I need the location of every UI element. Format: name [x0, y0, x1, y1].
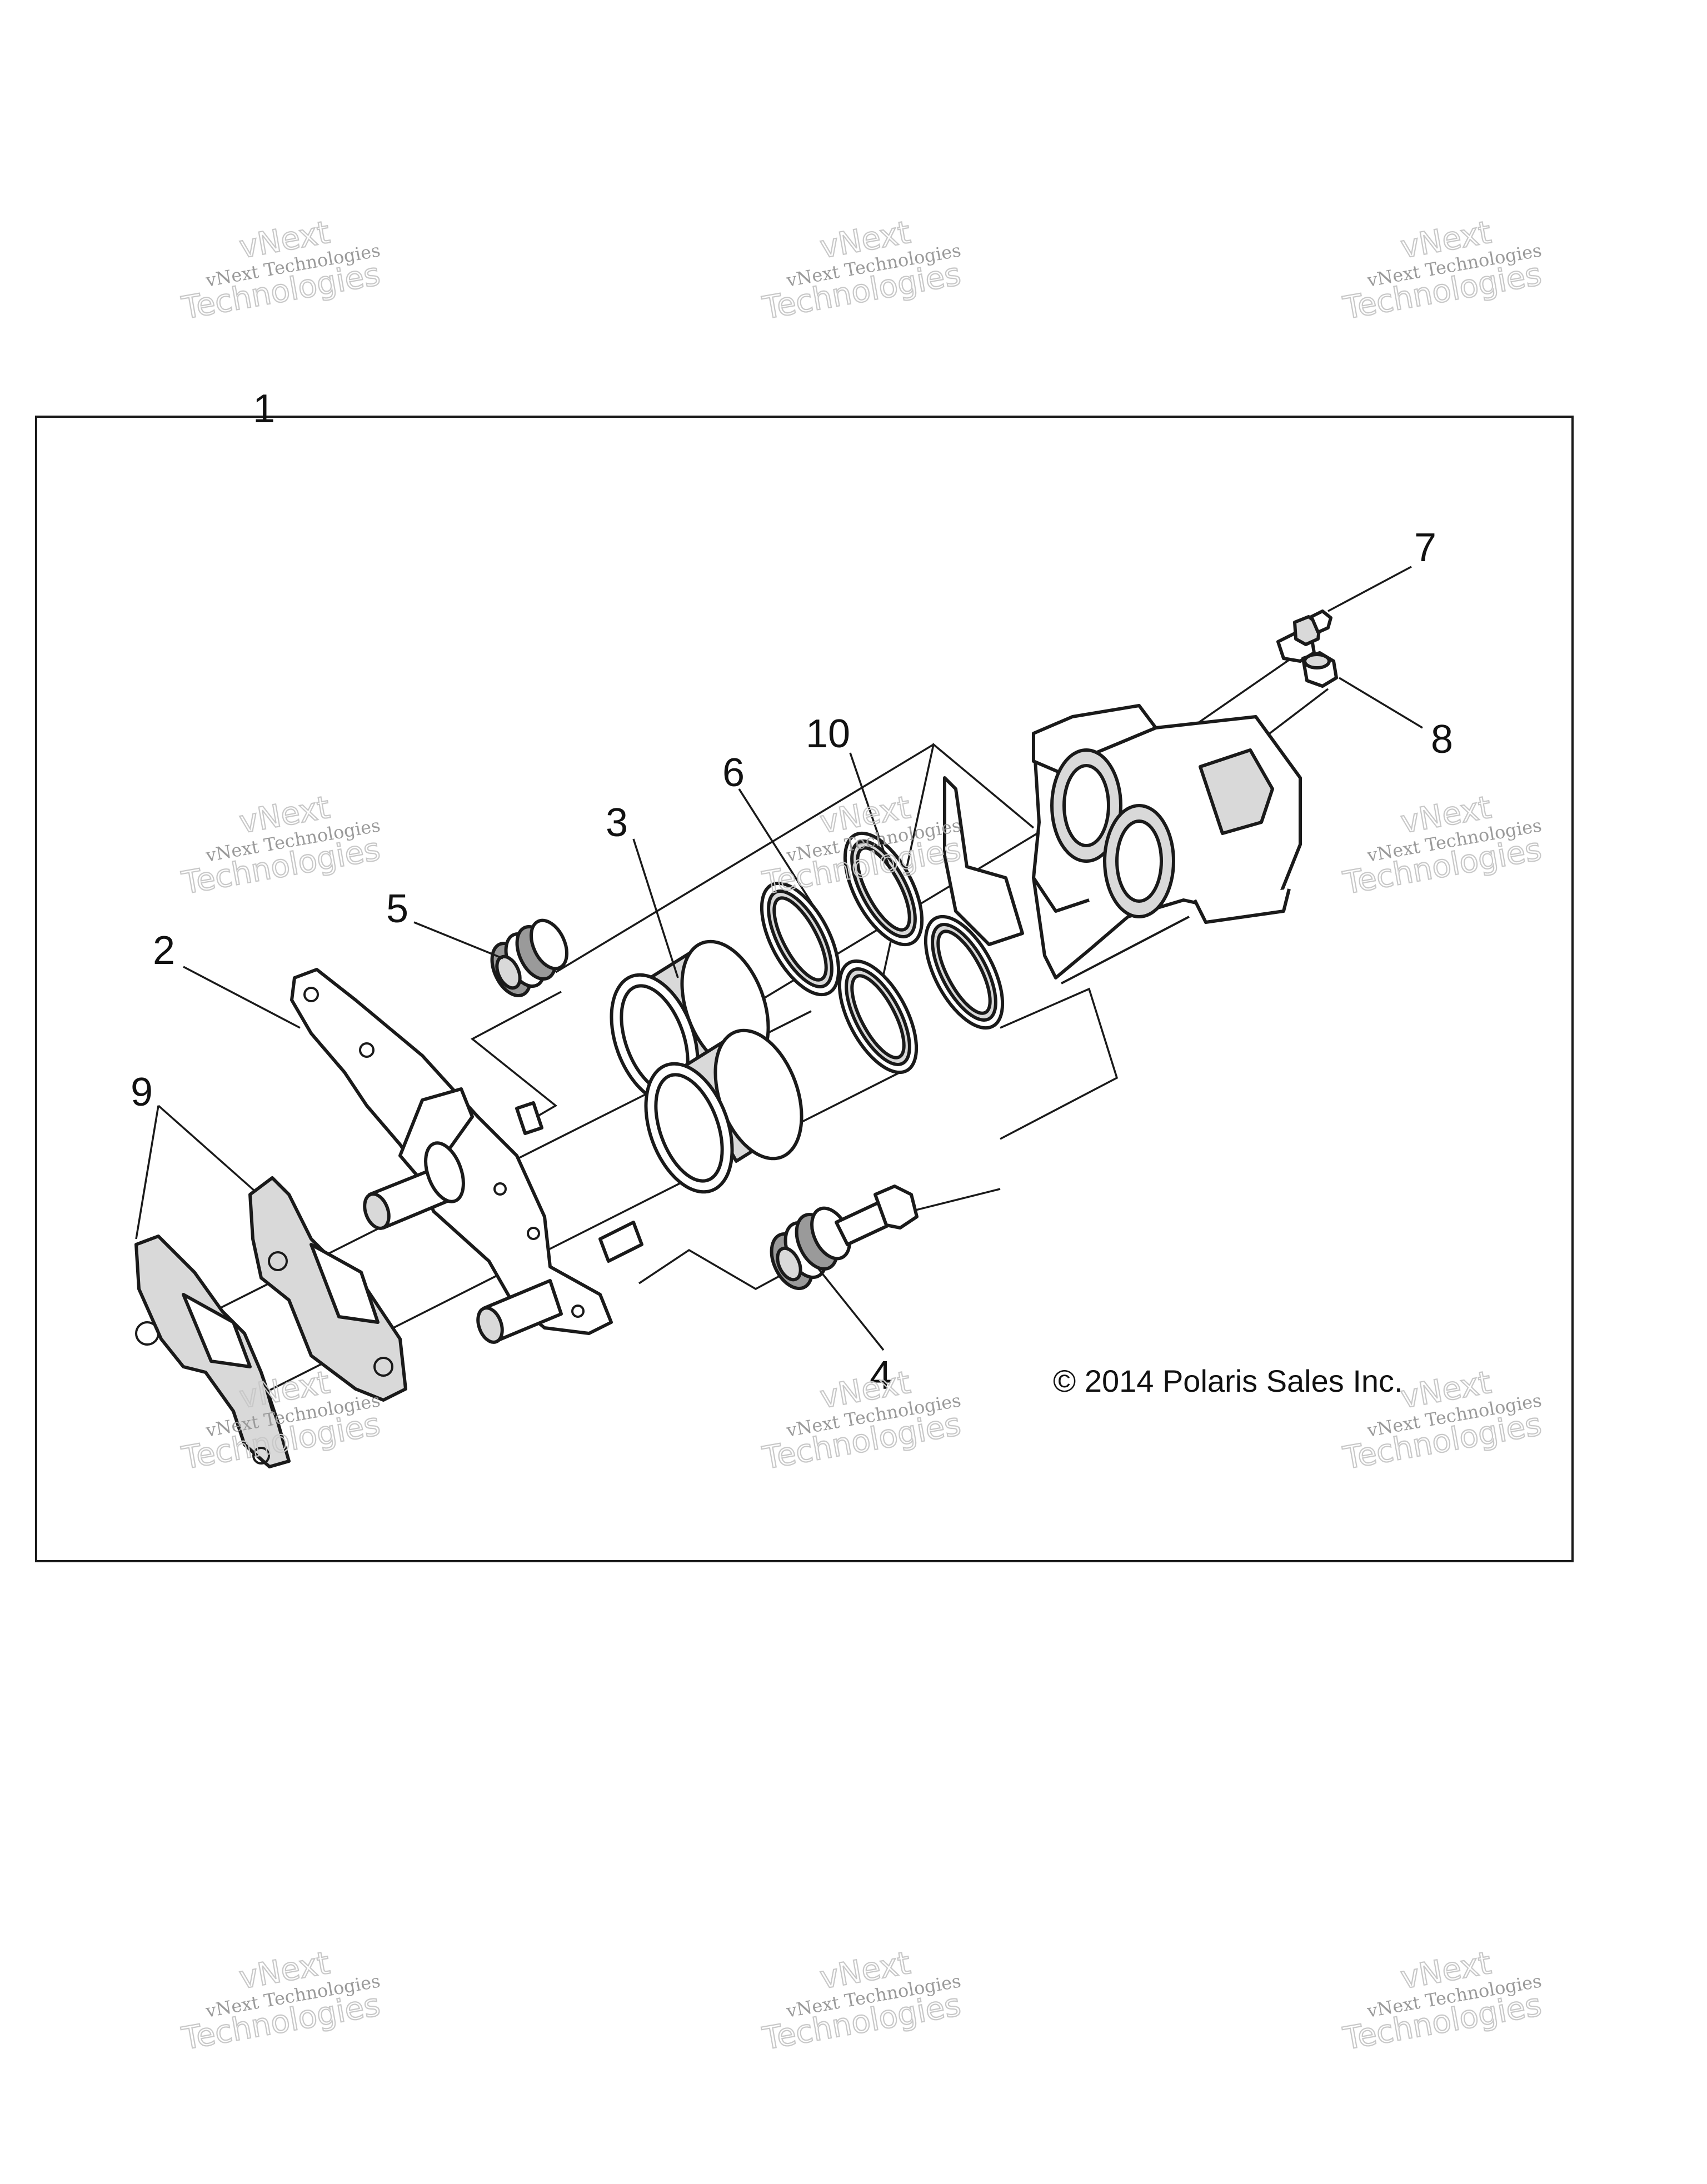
bleeder-screw: [1276, 609, 1332, 663]
bleeder-cap: [1301, 651, 1338, 688]
pin-boot-upper: [490, 918, 568, 998]
watermark-bottom-center: vNext vNext Technologies Technologies: [759, 1945, 964, 2058]
callout-7: 7: [1414, 526, 1436, 570]
callout-5: 5: [386, 887, 408, 931]
callout-1: 1: [253, 387, 275, 431]
bracket-pins: [363, 1101, 643, 1344]
watermark-bottom-left: vNext vNext Technologies Technologies: [178, 1945, 383, 2058]
pin-boot-lower: [770, 1185, 919, 1291]
copyright-notice: © 2014 Polaris Sales Inc.: [1053, 1363, 1403, 1398]
diagram-frame: [35, 416, 1574, 1562]
piston-seal: [760, 881, 919, 1074]
watermark-bottom-right: vNext vNext Technologies Technologies: [1340, 1945, 1545, 2058]
callout-2: 2: [153, 928, 175, 973]
caliper-piston: [610, 939, 803, 1194]
callout-6: 6: [722, 751, 745, 795]
watermark-mid-right: vNext vNext Technologies Technologies: [1340, 789, 1545, 902]
watermark-mid-left: vNext vNext Technologies Technologies: [178, 789, 383, 902]
callout-9: 9: [131, 1070, 153, 1115]
watermark-top-center: vNext vNext Technologies Technologies: [759, 214, 964, 327]
watermark-low-center: vNext vNext Technologies Technologies: [759, 1364, 964, 1477]
watermark-top-right: vNext vNext Technologies Technologies: [1340, 214, 1545, 327]
watermark-top-left: vNext vNext Technologies Technologies: [178, 214, 383, 327]
leader-lines: [135, 566, 1423, 1351]
dust-seal: [843, 831, 1005, 1030]
callout-4: 4: [870, 1353, 892, 1398]
brake-pads: [134, 1176, 407, 1468]
watermark-mid-center: vNext vNext Technologies Technologies: [759, 789, 964, 902]
caliper-body: [943, 704, 1302, 984]
callout-10: 10: [806, 712, 850, 756]
callout-3: 3: [606, 801, 628, 845]
callout-8: 8: [1431, 717, 1453, 762]
